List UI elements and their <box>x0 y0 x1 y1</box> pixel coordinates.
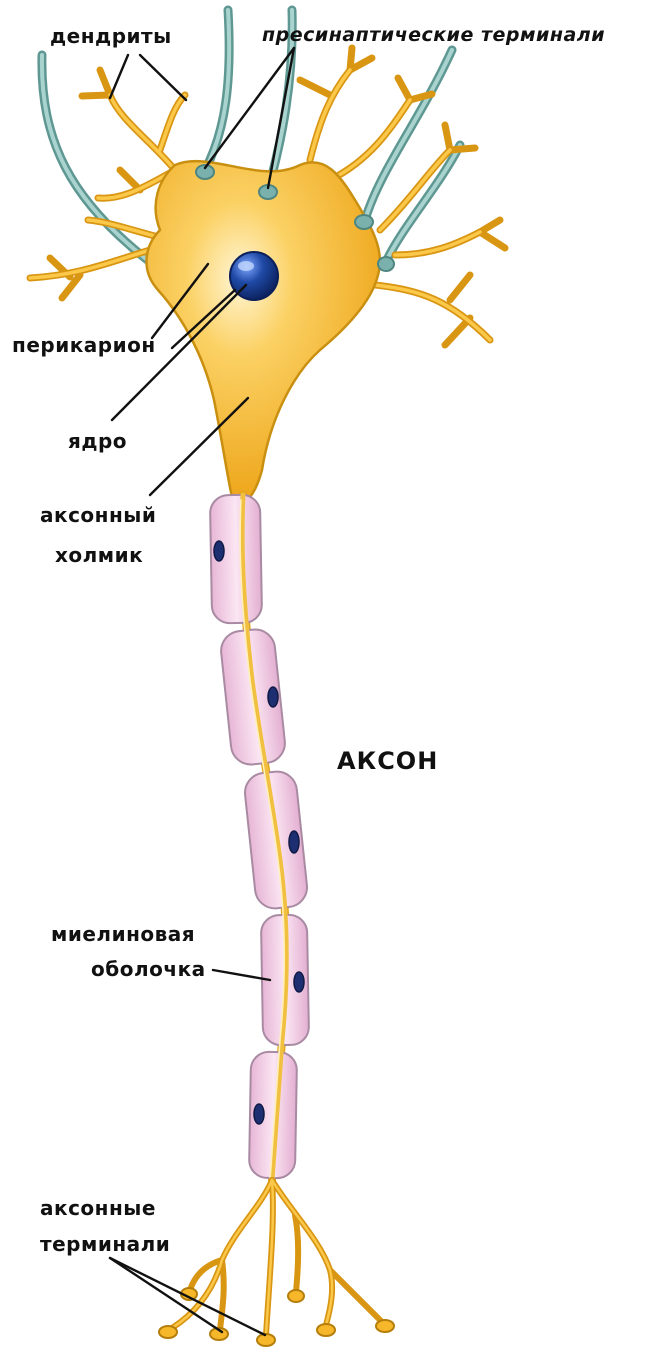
label-dendrites: дендриты <box>50 24 172 48</box>
label-axon-hillock-line2: холмик <box>55 543 143 567</box>
axon-terminals <box>172 1180 382 1335</box>
label-myelin-line1: миелиновая <box>51 922 195 946</box>
label-axon: АКСОН <box>337 747 438 775</box>
label-perikaryon: перикарион <box>12 333 156 357</box>
label-axon-terminals-line1: аксонные <box>40 1196 156 1220</box>
label-axon-hillock-line1: аксонный <box>40 503 156 527</box>
label-myelin-line2: оболочка <box>91 957 206 981</box>
label-nucleus: ядро <box>68 429 127 453</box>
cell-body <box>146 161 379 497</box>
label-presynaptic-terminals: пресинаптические терминали <box>262 24 605 46</box>
label-axon-terminals-line2: терминали <box>40 1232 170 1256</box>
